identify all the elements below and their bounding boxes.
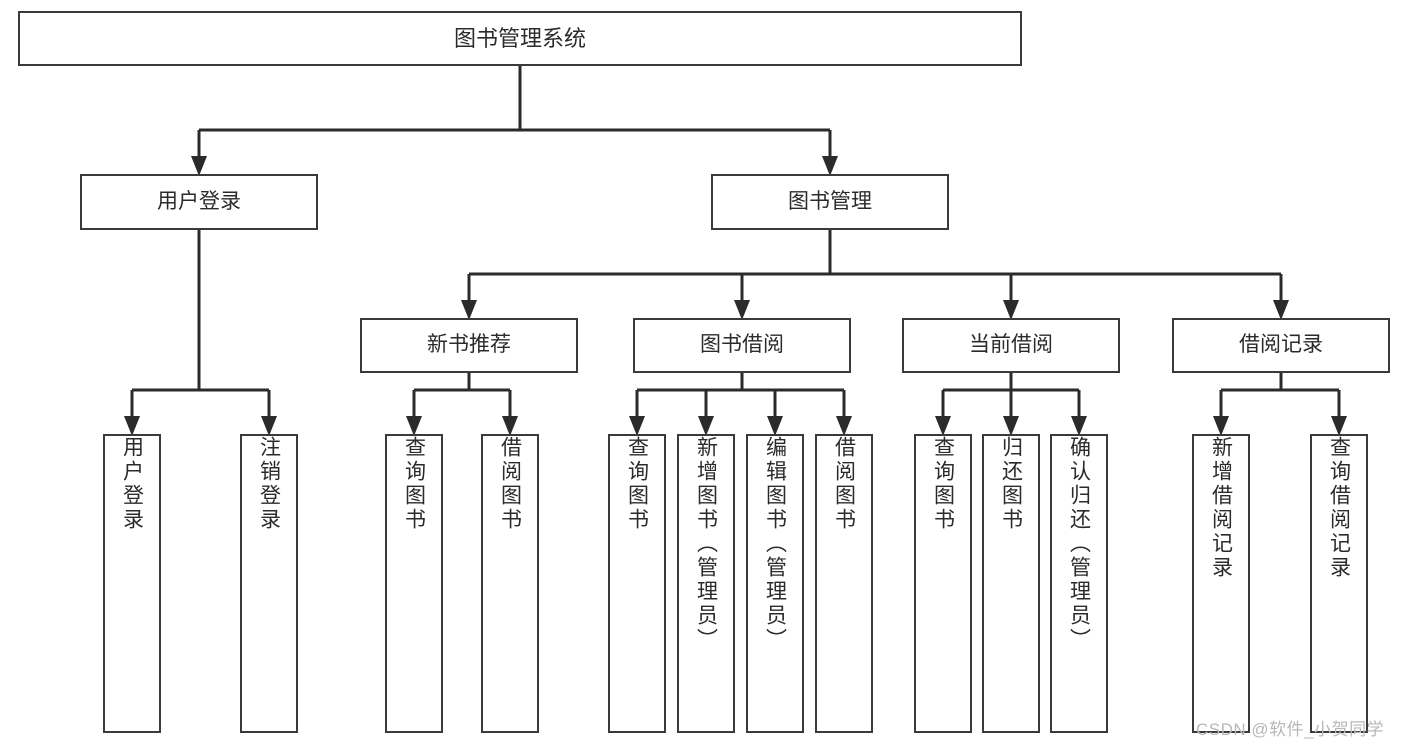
arrowhead-icon xyxy=(1331,416,1347,436)
node-leaf-8[interactable]: 借阅图书 xyxy=(815,434,873,733)
arrowhead-icon xyxy=(767,416,783,436)
node-label: 编辑图书（管理员） xyxy=(763,436,787,652)
arrowhead-icon xyxy=(1071,416,1087,436)
node-label: 查询图书 xyxy=(625,436,649,532)
node-leaf-2[interactable]: 注销登录 xyxy=(240,434,298,733)
node-label: 新增借阅记录 xyxy=(1209,436,1233,580)
arrowhead-icon xyxy=(1003,300,1019,320)
node-newbook[interactable]: 新书推荐 xyxy=(360,318,578,373)
arrowhead-icon xyxy=(734,300,750,320)
arrowhead-icon xyxy=(502,416,518,436)
node-leaf-11[interactable]: 确认归还（管理员） xyxy=(1050,434,1108,733)
arrowhead-icon xyxy=(822,156,838,176)
node-bookmgmt[interactable]: 图书管理 xyxy=(711,174,949,230)
node-leaf-5[interactable]: 查询图书 xyxy=(608,434,666,733)
arrowhead-icon xyxy=(935,416,951,436)
arrowhead-icon xyxy=(406,416,422,436)
arrowhead-icon xyxy=(1273,300,1289,320)
arrowhead-icon xyxy=(124,416,140,436)
arrowhead-icon xyxy=(836,416,852,436)
node-leaf-13[interactable]: 查询借阅记录 xyxy=(1310,434,1368,733)
node-leaf-6[interactable]: 新增图书（管理员） xyxy=(677,434,735,733)
node-label: 图书管理 xyxy=(788,189,872,213)
node-leaf-4[interactable]: 借阅图书 xyxy=(481,434,539,733)
node-leaf-10[interactable]: 归还图书 xyxy=(982,434,1040,733)
node-borrow[interactable]: 图书借阅 xyxy=(633,318,851,373)
node-records[interactable]: 借阅记录 xyxy=(1172,318,1390,373)
node-leaf-12[interactable]: 新增借阅记录 xyxy=(1192,434,1250,733)
node-label: 确认归还（管理员） xyxy=(1067,436,1091,652)
node-label: 查询图书 xyxy=(931,436,955,532)
node-current[interactable]: 当前借阅 xyxy=(902,318,1120,373)
node-label: 借阅图书 xyxy=(498,436,522,532)
node-root[interactable]: 图书管理系统 xyxy=(18,11,1022,66)
node-leaf-7[interactable]: 编辑图书（管理员） xyxy=(746,434,804,733)
node-label: 图书借阅 xyxy=(700,333,784,357)
node-label: 注销登录 xyxy=(257,436,281,532)
node-label: 查询借阅记录 xyxy=(1327,436,1351,580)
node-label: 新书推荐 xyxy=(427,333,511,357)
node-label: 归还图书 xyxy=(999,436,1023,532)
watermark: CSDN @软件_小贺同学 xyxy=(1196,720,1385,739)
node-label: 用户登录 xyxy=(157,189,241,213)
arrowhead-icon xyxy=(629,416,645,436)
node-label: 图书管理系统 xyxy=(453,25,586,51)
node-label: 新增图书（管理员） xyxy=(694,436,718,652)
arrowhead-icon xyxy=(461,300,477,320)
arrowhead-icon xyxy=(698,416,714,436)
arrowhead-icon xyxy=(261,416,277,436)
node-label: 当前借阅 xyxy=(969,333,1053,357)
node-label: 借阅图书 xyxy=(832,436,856,532)
arrowhead-icon xyxy=(1003,416,1019,436)
arrowhead-icon xyxy=(191,156,207,176)
node-leaf-3[interactable]: 查询图书 xyxy=(385,434,443,733)
node-leaf-1[interactable]: 用户登录 xyxy=(103,434,161,733)
node-label: 借阅记录 xyxy=(1239,333,1323,357)
arrowhead-icon xyxy=(1213,416,1229,436)
node-label: 查询图书 xyxy=(402,436,426,532)
node-login[interactable]: 用户登录 xyxy=(80,174,318,230)
node-label: 用户登录 xyxy=(120,436,144,532)
node-leaf-9[interactable]: 查询图书 xyxy=(914,434,972,733)
